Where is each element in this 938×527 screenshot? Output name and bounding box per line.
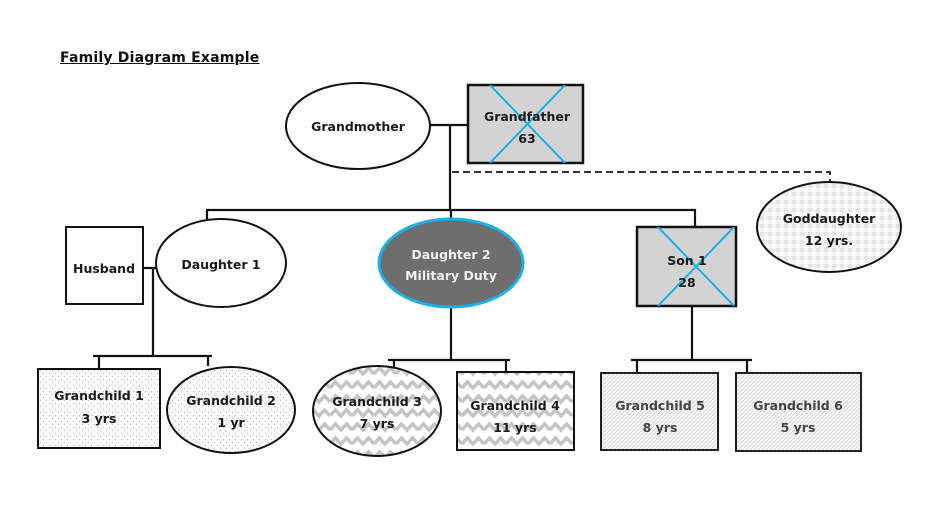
grandchild4-name: Grandchild 4 (470, 398, 560, 413)
daughter2-status: Military Duty (405, 268, 497, 283)
person-grandfather[interactable]: Grandfather 63 (466, 83, 585, 165)
person-son1[interactable]: Son 1 28 (635, 225, 738, 308)
grandchild6-age: 5 yrs (781, 420, 816, 435)
grandchild6-name: Grandchild 6 (753, 398, 843, 413)
diagram-title: Family Diagram Example (60, 50, 260, 66)
son1-age: 28 (678, 275, 695, 290)
person-grandchild1[interactable]: Grandchild 1 3 yrs (37, 368, 161, 449)
person-grandchild5[interactable]: Grandchild 5 8 yrs (600, 372, 719, 451)
goddaughter-dashed-link (452, 171, 831, 183)
grandfather-name: Grandfather (484, 109, 571, 124)
deceased-cross-icon (657, 227, 735, 306)
person-daughter1[interactable]: Daughter 1 (155, 218, 287, 308)
person-grandchild2[interactable]: Grandchild 2 1 yr (166, 366, 296, 454)
deceased-cross-icon (489, 85, 566, 163)
grandchild3-age: 7 yrs (360, 416, 395, 431)
person-grandmother[interactable]: Grandmother (285, 82, 431, 170)
person-grandchild4[interactable]: Grandchild 4 11 yrs (456, 371, 575, 451)
grandchild2-age: 1 yr (217, 415, 245, 430)
person-grandchild3[interactable]: Grandchild 3 7 yrs (312, 365, 442, 457)
grandchild5-age: 8 yrs (643, 420, 678, 435)
person-grandchild6[interactable]: Grandchild 6 5 yrs (735, 372, 862, 452)
grandchild2-name: Grandchild 2 (186, 393, 276, 408)
grandchild3-name: Grandchild 3 (332, 394, 422, 409)
daughter2-name: Daughter 2 (411, 247, 490, 262)
grandchild5-name: Grandchild 5 (615, 398, 705, 413)
grandmother-label: Grandmother (311, 119, 406, 134)
connector-lines (93, 123, 752, 373)
person-husband[interactable]: Husband (65, 226, 144, 305)
son1-name: Son 1 (667, 253, 707, 268)
grandchild1-name: Grandchild 1 (54, 388, 144, 403)
goddaughter-age: 12 yrs. (805, 233, 853, 248)
person-goddaughter[interactable]: Goddaughter 12 yrs. (756, 181, 902, 273)
goddaughter-name: Goddaughter (783, 211, 876, 226)
person-daughter2[interactable]: Daughter 2 Military Duty (377, 217, 525, 309)
grandchild4-age: 11 yrs (493, 420, 537, 435)
grandfather-age: 63 (518, 131, 535, 146)
grandchild1-age: 3 yrs (82, 411, 117, 426)
daughter1-label: Daughter 1 (181, 257, 260, 272)
husband-label: Husband (73, 261, 135, 276)
